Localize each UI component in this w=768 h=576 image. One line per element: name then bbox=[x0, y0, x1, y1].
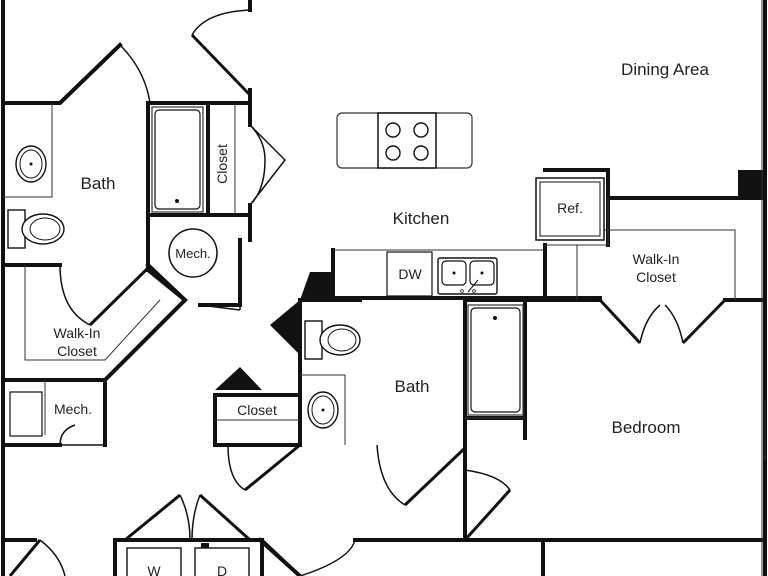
refrigerator bbox=[535, 177, 605, 241]
walk-in-closet-left-label-1: Walk-In bbox=[54, 325, 101, 341]
burner-icon bbox=[413, 145, 429, 161]
kitchen-island bbox=[336, 112, 473, 169]
cabinet-lines bbox=[3, 0, 766, 576]
washer-label: W bbox=[147, 563, 161, 576]
dishwasher-label: DW bbox=[398, 266, 422, 282]
bath-left-label: Bath bbox=[81, 174, 116, 193]
washer-dryer bbox=[126, 543, 250, 576]
dryer-label: D bbox=[217, 563, 227, 576]
closet-vertical-label: Closet bbox=[214, 144, 230, 184]
dishwasher bbox=[386, 251, 433, 297]
drain-icon bbox=[175, 199, 179, 203]
room-labels: Dining Area Kitchen Bath Bath Bedroom Wa… bbox=[54, 60, 710, 437]
burner-icon bbox=[385, 145, 401, 161]
kitchen-label: Kitchen bbox=[393, 209, 450, 228]
dryer bbox=[194, 547, 250, 576]
mech-circle-unit bbox=[168, 228, 218, 278]
bedroom-label: Bedroom bbox=[612, 418, 681, 437]
sink-center bbox=[307, 391, 339, 429]
burner-icon bbox=[413, 122, 429, 138]
kitchen-sink bbox=[437, 257, 498, 295]
washer bbox=[126, 547, 182, 576]
walk-in-closet-right-label-1: Walk-In bbox=[633, 251, 680, 267]
mech-left-unit bbox=[9, 391, 43, 437]
mech-left-label: Mech. bbox=[54, 401, 92, 417]
door-swings bbox=[8, 9, 727, 576]
sink-left bbox=[15, 145, 47, 183]
walk-in-closet-right-label-2: Closet bbox=[636, 269, 676, 285]
bathtub-center bbox=[467, 304, 524, 416]
drain-icon bbox=[493, 316, 497, 320]
walk-in-closet-left-label-2: Closet bbox=[57, 343, 97, 359]
bathtub-left bbox=[151, 106, 204, 213]
wall-fills bbox=[215, 170, 766, 390]
burner-icon bbox=[385, 122, 401, 138]
closet-center-label: Closet bbox=[237, 402, 277, 418]
toilet-left bbox=[7, 209, 65, 249]
bath-center-label: Bath bbox=[395, 377, 430, 396]
refrigerator-label: Ref. bbox=[557, 200, 583, 216]
mech-circle-label: Mech. bbox=[175, 246, 210, 261]
toilet-center bbox=[304, 320, 361, 360]
fixture-labels: Ref. DW W D bbox=[147, 200, 582, 576]
dining-area-label: Dining Area bbox=[621, 60, 709, 79]
